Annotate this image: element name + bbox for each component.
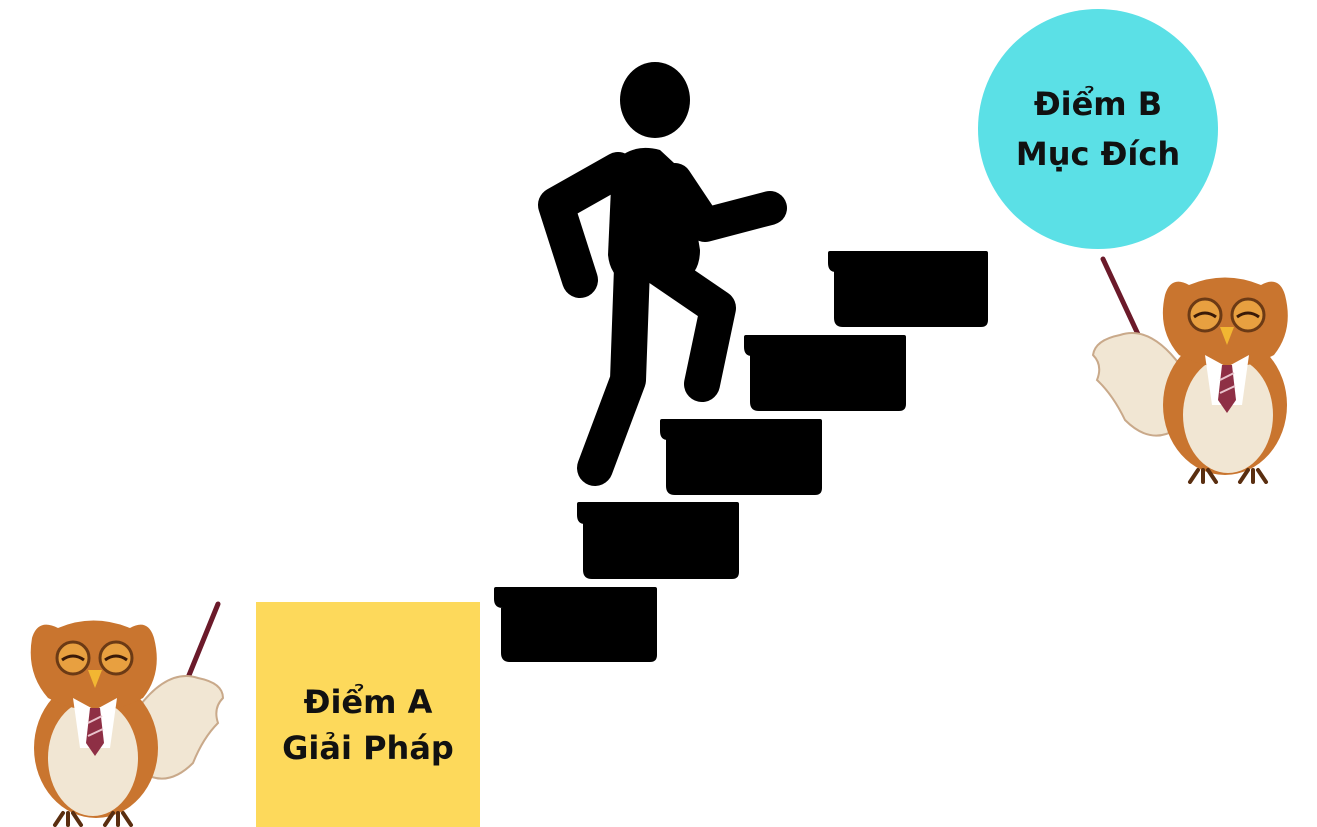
point-a-box: Điểm A Giải Pháp xyxy=(256,602,480,827)
climber-front-leg xyxy=(655,265,718,384)
point-b-title: Điểm B xyxy=(1034,79,1162,129)
point-a-title: Điểm A xyxy=(304,679,433,725)
owl-left xyxy=(31,604,223,825)
climber-head xyxy=(620,62,690,138)
owl-right xyxy=(1093,259,1288,482)
point-b-circle: Điểm B Mục Đích xyxy=(978,9,1218,249)
step-3 xyxy=(662,421,820,493)
climber-back-leg xyxy=(595,268,632,468)
climber-front-arm xyxy=(675,180,770,225)
step-2 xyxy=(579,504,737,577)
climber-back-arm xyxy=(556,170,618,280)
point-a-subtitle: Giải Pháp xyxy=(282,725,454,771)
step-4 xyxy=(746,337,904,409)
point-b-subtitle: Mục Đích xyxy=(1016,129,1180,179)
teacher-owl-icon xyxy=(1085,255,1300,484)
teacher-owl-icon xyxy=(18,598,233,827)
person-climbing-stairs-icon xyxy=(556,62,770,468)
step-1 xyxy=(496,589,655,660)
step-5 xyxy=(830,253,986,325)
staircase-icon xyxy=(496,253,986,660)
